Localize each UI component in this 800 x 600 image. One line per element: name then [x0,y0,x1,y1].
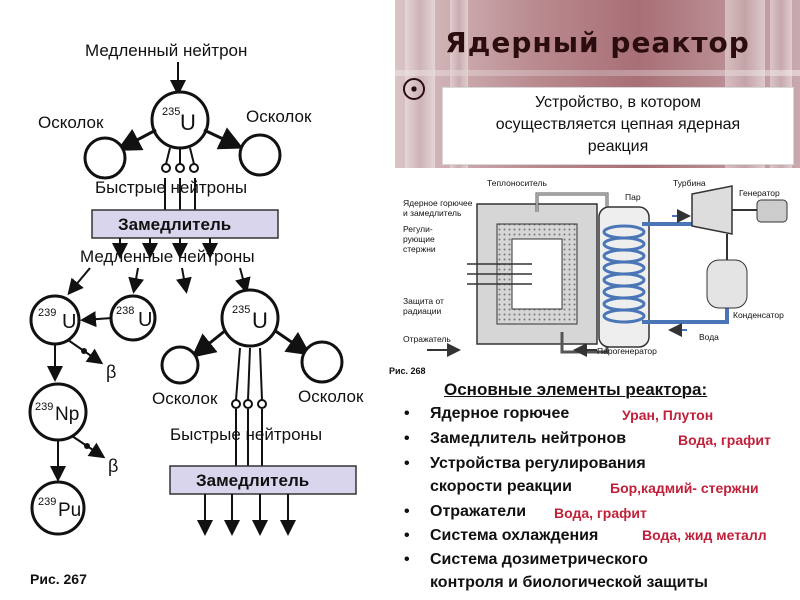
moderator-label-2: Замедлитель [196,471,309,490]
beta-2: β [108,456,118,476]
figure-caption-267: Рис. 267 [30,571,87,587]
generator [756,199,788,223]
list-item: •Замедлитель нейтронов [404,430,627,447]
label-condenser: Конденсатор [733,310,784,320]
fragment-right-circle-2 [300,340,344,384]
svg-text:Np: Np [55,404,79,425]
beta-1: β [106,362,116,382]
label-turbine: Турбина [673,178,706,188]
condenser [706,259,748,309]
answer-fuel: Уран, Плутон [620,407,716,423]
svg-text:235: 235 [162,106,180,118]
label-shield: Защита от [403,296,444,306]
label-fuel: Ядерное горючее [403,198,473,208]
slow-neutrons-label: Медленные нейтроны [80,247,255,266]
svg-text:239: 239 [38,307,56,319]
moderator-label: Замедлитель [118,215,231,234]
fast-neutrons-label-2: Быстрые нейтроны [170,425,322,444]
answer-cooling: Вода, жид металл [640,527,769,543]
label-coolant: Теплоноситель [487,178,547,188]
figure-caption-268: Рис. 268 [389,366,426,376]
page-title: Ядерный реактор [445,26,750,59]
list-item: •Ядерное горючее [404,405,570,422]
svg-text:239: 239 [35,401,53,413]
definition-line: осуществляется цепная ядерная [495,116,741,133]
answer-reflector: Вода, графит [552,505,649,521]
svg-text:U: U [180,110,196,135]
answer-moderator: Вода, графит [676,432,773,448]
definition-line: Устройство, в котором [534,94,702,111]
list-item-continued: скорости реакции [430,478,572,495]
fast-neutrons-label: Быстрые нейтроны [95,178,247,197]
svg-text:рующие: рующие [403,234,435,244]
fragment-right-label: Осколок [246,107,312,126]
fragment-left-label-2: Осколок [152,389,218,408]
svg-text:и замедлитель: и замедлитель [403,208,462,218]
label-steam: Пар [625,192,641,202]
svg-text:U: U [138,309,152,331]
definition-line: реакция [587,138,649,155]
elements-title: Основные элементы реактора: [444,380,708,399]
fission-chain-diagram: Медленный нейтрон 235 U Осколок Осколок … [28,41,364,587]
fragment-right-circle [238,133,282,177]
label-reflector: Отражатель [403,334,451,344]
list-item: •Устройства регулирования [404,455,646,472]
u239-nucleus [29,294,81,346]
np239-nucleus [28,382,88,442]
definition-box: Устройство, в котором осуществляется цеп… [442,87,794,165]
svg-text:Pu: Pu [58,500,81,521]
fragment-left-circle [83,136,127,180]
label-steam-generator: Парогенератор [597,346,657,356]
moderator-box [91,209,279,239]
svg-text:радиации: радиации [403,306,442,316]
label-water: Вода [699,332,719,342]
fragment-left-label: Осколок [38,113,104,132]
label-control-rods: Регули- [403,224,433,234]
pu239-nucleus [30,480,86,536]
svg-text:238: 238 [116,305,134,317]
svg-text:U: U [62,311,76,333]
label-generator: Генератор [739,188,780,198]
turbine [691,185,733,235]
list-item: •Отражатели [404,503,527,520]
radiation-icon [403,78,425,100]
svg-text:239: 239 [38,496,56,508]
reactor-schematic: Теплоноситель Ядерное горючее и замедлит… [389,178,788,376]
moderator-box-2 [169,465,357,495]
list-item: •Система дозиметрического [404,551,648,568]
fragment-right-label-2: Осколок [298,387,364,406]
fragment-left-circle-2 [160,345,200,385]
svg-text:235: 235 [232,304,250,316]
u235-nucleus-2 [220,288,280,348]
slow-neutron-label: Медленный нейтрон [85,41,247,60]
list-item: •Система охлаждения [404,527,599,544]
svg-text:стержни: стержни [403,244,436,254]
answer-control: Бор,кадмий- стержни [608,480,761,496]
svg-text:U: U [252,308,268,333]
list-item-continued: контроля и биологической защиты [430,574,708,591]
